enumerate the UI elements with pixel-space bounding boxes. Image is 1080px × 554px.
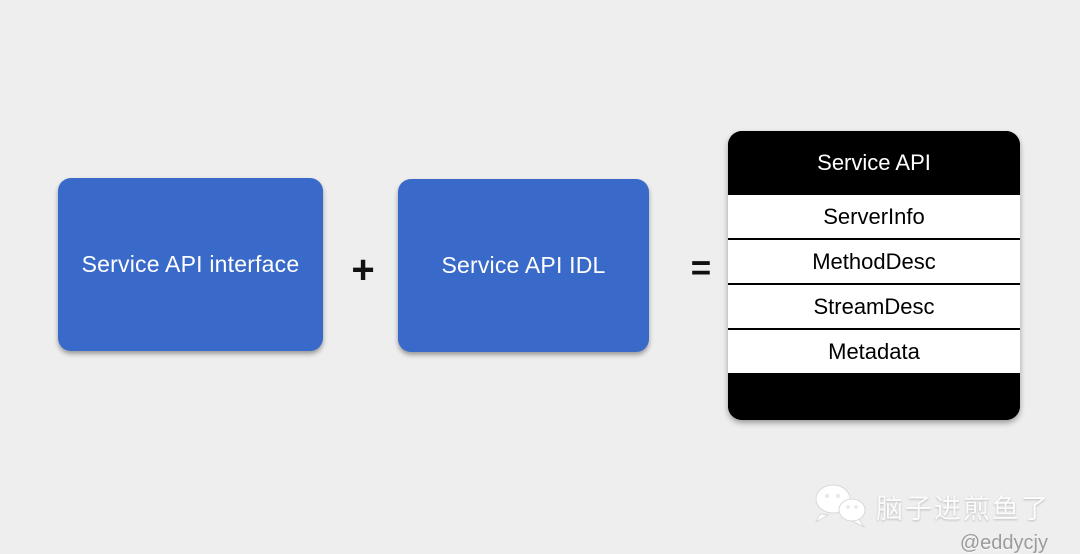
row-divider xyxy=(728,283,1020,285)
service-api-interface-box: Service API interface xyxy=(58,178,323,351)
table-row-serverinfo: ServerInfo xyxy=(728,195,1020,238)
table-footer xyxy=(728,373,1020,420)
watermark: 脑子进煎鱼了 @eddycjy xyxy=(812,482,1050,554)
wechat-icon xyxy=(812,482,868,530)
table-row-methoddesc: MethodDesc xyxy=(728,240,1020,283)
service-api-table: Service API ServerInfo MethodDesc Stream… xyxy=(728,131,1020,420)
row-divider xyxy=(728,238,1020,240)
table-row-streamdesc: StreamDesc xyxy=(728,285,1020,328)
equals-operator: = xyxy=(690,248,712,288)
table-header: Service API xyxy=(728,131,1020,195)
service-api-idl-label: Service API IDL xyxy=(441,252,606,278)
service-api-interface-label: Service API interface xyxy=(81,251,300,277)
plus-operator: + xyxy=(351,248,375,292)
service-api-idl-box: Service API IDL xyxy=(398,179,649,352)
table-row-metadata: Metadata xyxy=(728,330,1020,373)
watermark-brand-line: 脑子进煎鱼了 xyxy=(812,482,1050,530)
watermark-brand: 脑子进煎鱼了 xyxy=(876,493,1050,524)
watermark-handle: @eddycjy xyxy=(959,532,1048,554)
row-divider xyxy=(728,328,1020,330)
